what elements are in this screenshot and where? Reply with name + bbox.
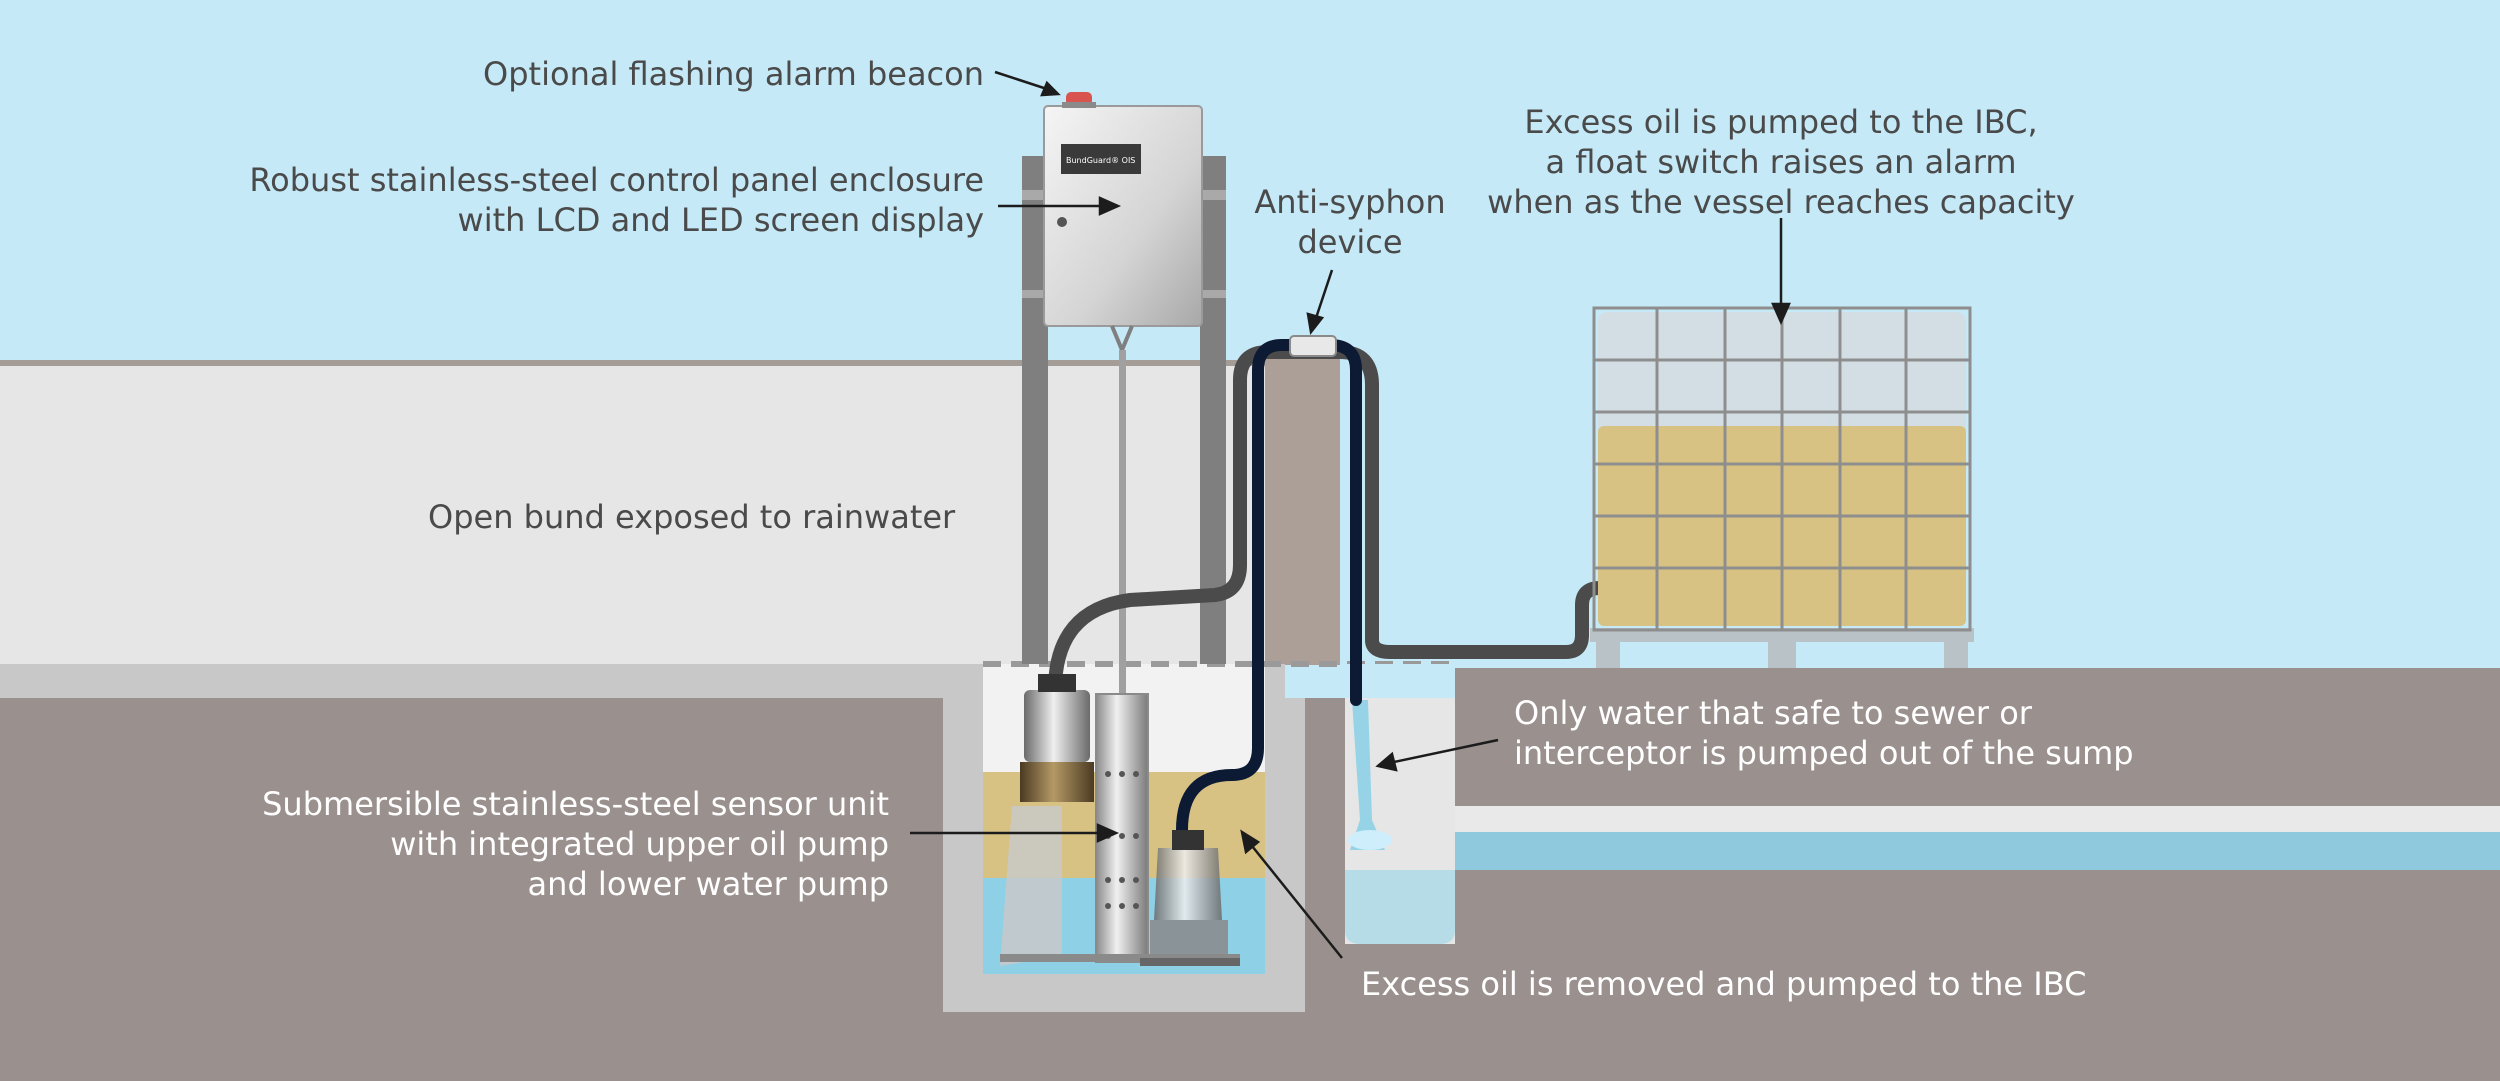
arrow-oil bbox=[1251, 845, 1343, 959]
oil-pump-top bbox=[1038, 674, 1076, 692]
label-ibc-line-3: when as the vessel reaches capacity bbox=[1487, 183, 2075, 221]
label-water-out-line-1: Only water that safe to sewer or bbox=[1514, 694, 2032, 732]
label-control-panel: Robust stainless-steel control panel enc… bbox=[249, 160, 984, 240]
ground-right bbox=[1305, 698, 2500, 1081]
label-sensor-unit-line-2: with integrated upper oil pump bbox=[390, 825, 889, 863]
label-ibc-line-2: a float switch raises an alarm bbox=[1545, 143, 2017, 181]
oil-pump-base bbox=[1020, 762, 1094, 802]
label-oil-removed: Excess oil is removed and pumped to the … bbox=[1361, 964, 2086, 1004]
arrow-beacon bbox=[994, 70, 1051, 92]
pointer-arrows bbox=[910, 70, 1791, 959]
sensor-rod bbox=[1119, 350, 1126, 695]
water-pump-body bbox=[1154, 848, 1222, 920]
label-water-out: Only water that safe to sewer or interce… bbox=[1514, 693, 2134, 773]
water-splash bbox=[1348, 830, 1392, 850]
label-sensor-unit-line-3: and lower water pump bbox=[527, 865, 889, 903]
anti-syphon-device bbox=[1289, 335, 1337, 357]
label-anti-syphon: Anti-syphon device bbox=[1250, 182, 1450, 262]
float-baffle bbox=[1000, 806, 1062, 966]
label-beacon: Optional flashing alarm beacon bbox=[483, 54, 984, 94]
ground-under-sump bbox=[943, 1012, 1305, 1081]
label-anti-syphon-line-2: device bbox=[1297, 223, 1403, 261]
water-pump-top bbox=[1172, 830, 1204, 850]
alarm-beacon-base bbox=[1062, 102, 1096, 108]
water-pump-foot bbox=[1140, 958, 1240, 966]
sensor-base bbox=[1000, 954, 1240, 962]
road-grey bbox=[1455, 668, 2500, 806]
ibc-pallet-foot-mid bbox=[1768, 642, 1796, 668]
road-surface bbox=[1455, 806, 2500, 832]
panel-display bbox=[1061, 144, 1141, 174]
label-sensor-unit: Submersible stainless-steel sensor unit … bbox=[262, 784, 889, 904]
label-anti-syphon-line-1: Anti-syphon bbox=[1254, 183, 1446, 221]
panel-stand-right bbox=[1200, 156, 1226, 664]
arrow-water bbox=[1393, 738, 1499, 764]
concrete-pillar bbox=[1265, 355, 1340, 665]
drain-channel bbox=[1345, 832, 2500, 870]
drain-pit bbox=[1345, 870, 1455, 944]
label-water-out-line-2: interceptor is pumped out of the sump bbox=[1514, 734, 2134, 772]
ibc-cage bbox=[1592, 306, 1972, 632]
label-ibc-line-1: Excess oil is pumped to the IBC, bbox=[1524, 103, 2038, 141]
label-oil-removed-line-1: Excess oil is removed and pumped to the … bbox=[1361, 965, 2087, 1003]
panel-badge: BundGuard® OIS bbox=[1066, 156, 1135, 165]
oil-hose-to-ibc bbox=[1333, 345, 1607, 659]
label-ibc: Excess oil is pumped to the IBC, a float… bbox=[1481, 102, 2081, 222]
label-control-panel-line-2: with LCD and LED screen display bbox=[457, 201, 984, 239]
bund-floor bbox=[0, 664, 985, 698]
control-panel bbox=[1043, 105, 1203, 327]
sensor-holes bbox=[1105, 771, 1139, 909]
ibc-pallet-foot-right bbox=[1944, 642, 1968, 668]
label-control-panel-line-1: Robust stainless-steel control panel enc… bbox=[249, 161, 984, 199]
label-open-bund-line-1: Open bund exposed to rainwater bbox=[428, 498, 956, 536]
water-flow bbox=[1350, 700, 1385, 850]
water-pump-base bbox=[1150, 920, 1228, 960]
label-beacon-line-1: Optional flashing alarm beacon bbox=[483, 55, 984, 93]
ibc-pallet-foot-left bbox=[1596, 642, 1620, 668]
panel-button bbox=[1057, 217, 1067, 227]
sky-gap bbox=[1345, 664, 2500, 668]
label-open-bund: Open bund exposed to rainwater bbox=[428, 497, 955, 537]
arrow-anti-syphon bbox=[1314, 269, 1334, 319]
bund-wall bbox=[0, 366, 1265, 664]
ground-left bbox=[0, 698, 943, 1081]
bund-wall-top bbox=[0, 360, 1265, 366]
label-sensor-unit-line-1: Submersible stainless-steel sensor unit bbox=[262, 785, 889, 823]
oil-hose bbox=[1048, 345, 1347, 697]
water-hose bbox=[1176, 339, 1362, 836]
oil-pump-body bbox=[1024, 690, 1090, 762]
